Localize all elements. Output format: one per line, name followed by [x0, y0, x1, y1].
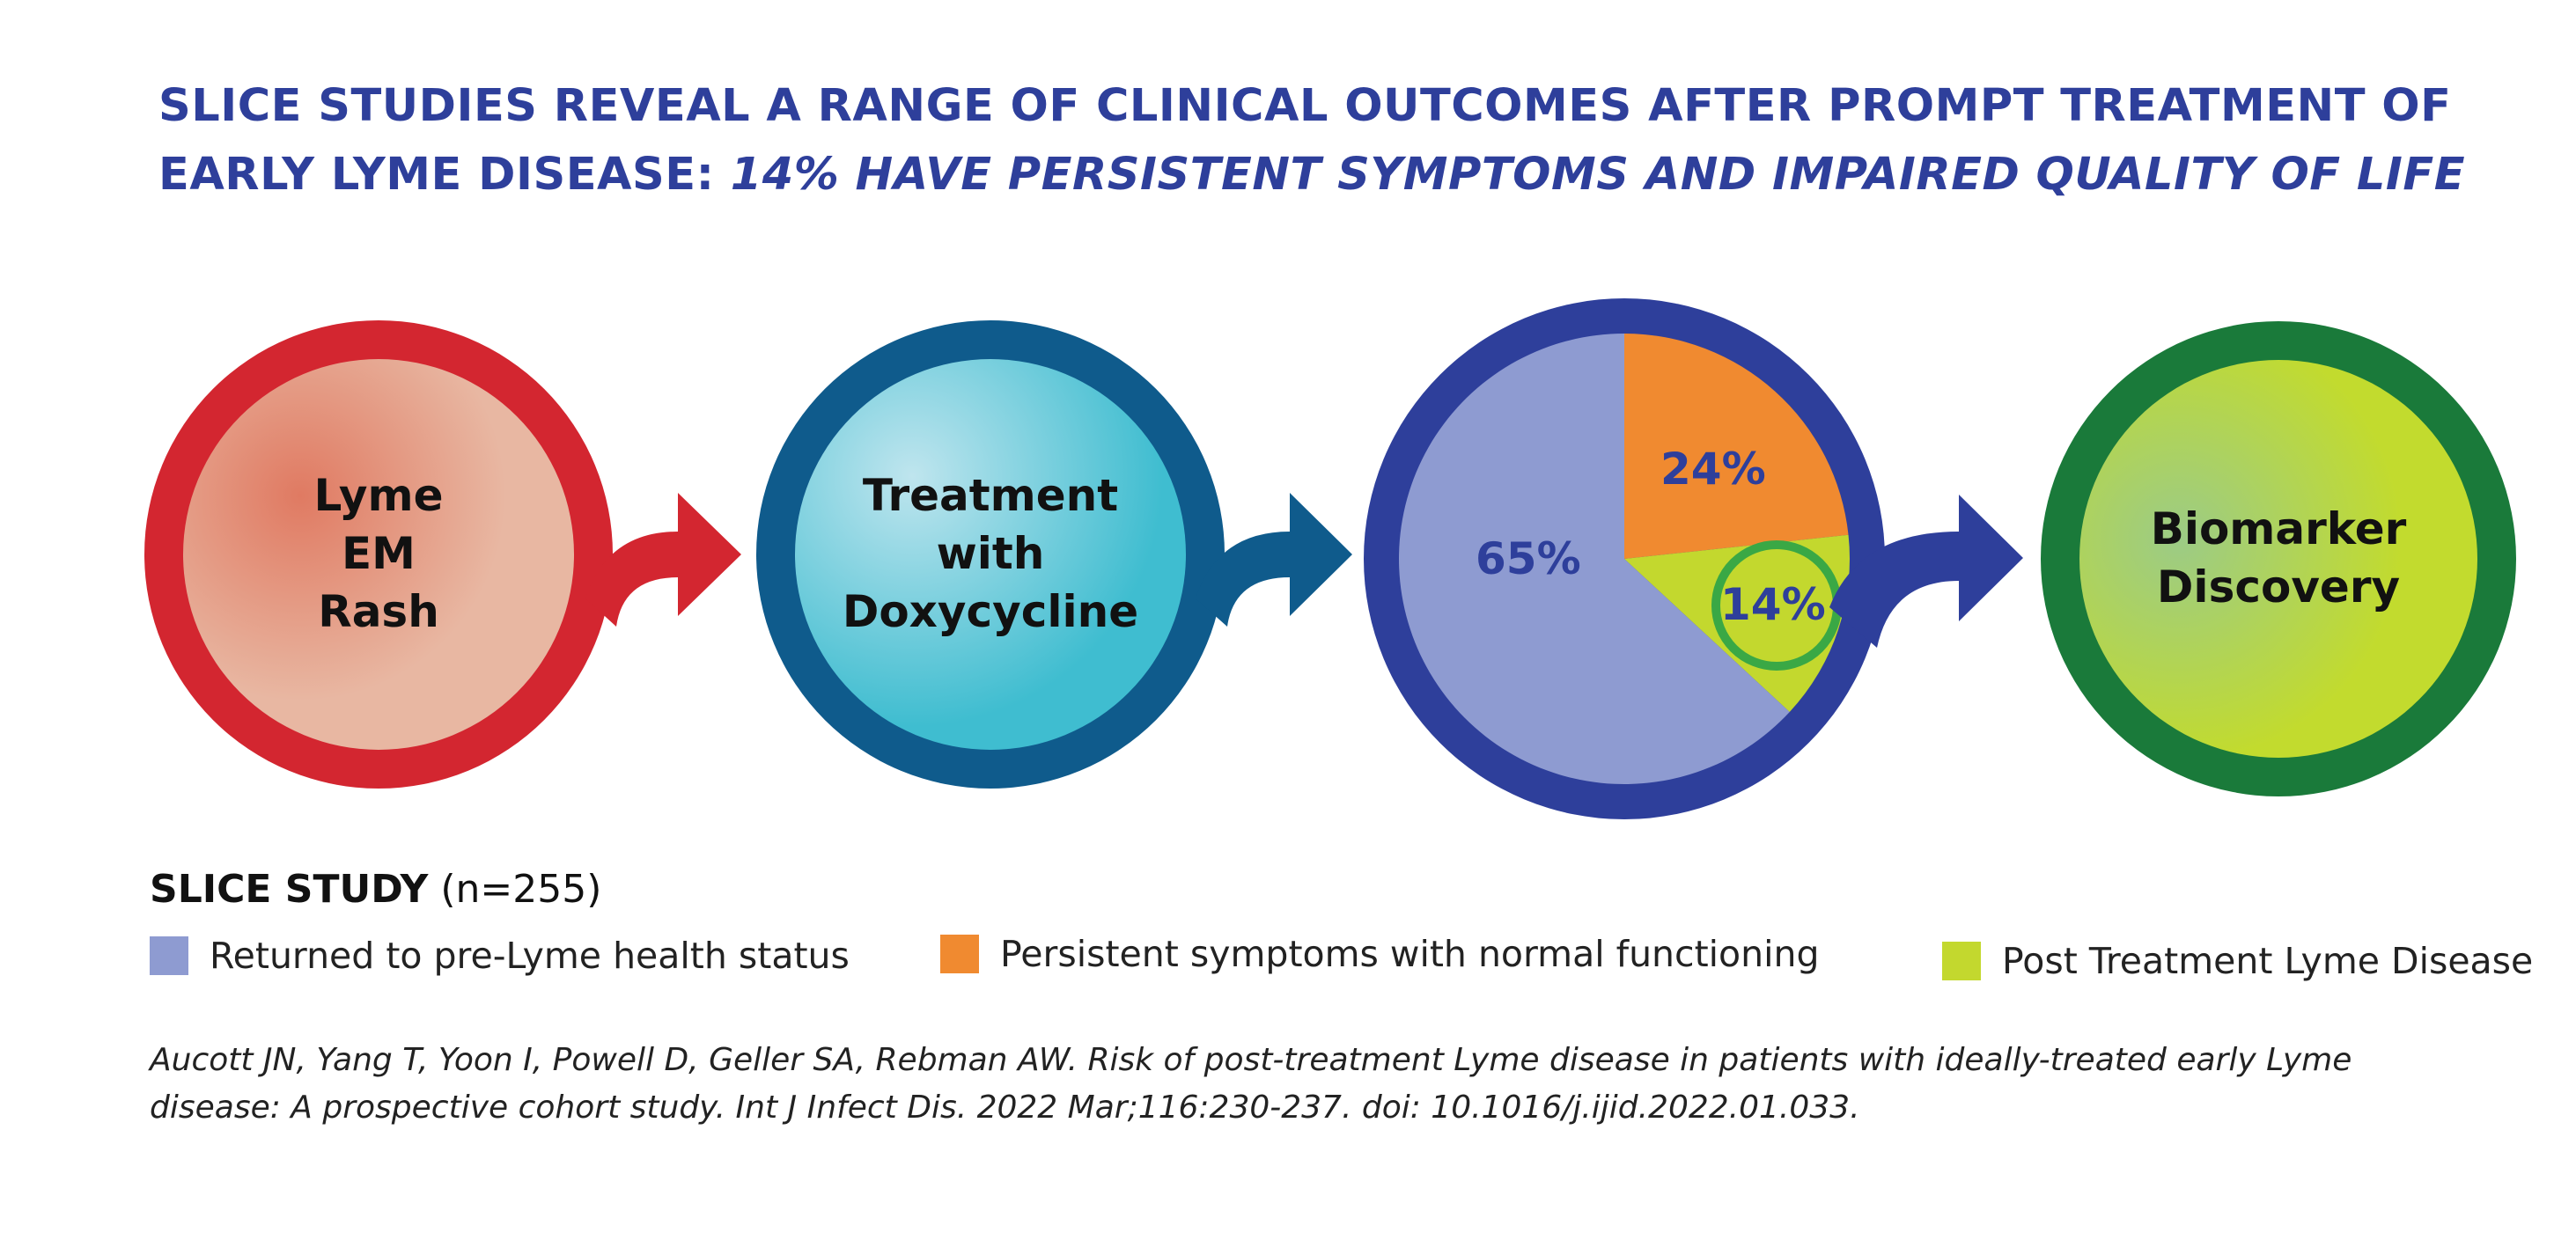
arrow-3 [1829, 495, 2023, 648]
legend-label-persistent: Persistent symptoms with normal function… [1000, 933, 1820, 975]
title-line-2-plain: EARLY LYME DISEASE: [158, 149, 731, 201]
step-2-line-3: Doxycycline [842, 586, 1139, 637]
step-4-line-1: Biomarker [2150, 503, 2407, 554]
step-4-line-2: Discovery [2156, 561, 2401, 613]
legend-heading-n: (n=255) [428, 867, 602, 912]
legend-label-ptld: Post Treatment Lyme Disease [2002, 940, 2534, 982]
citation: Aucott JN, Yang T, Yoon I, Powell D, Gel… [150, 1037, 2527, 1132]
step-1-line-3: Rash [318, 586, 439, 637]
citation-line-2: disease: A prospective cohort study. Int… [150, 1090, 1860, 1126]
arrow-1 [585, 493, 741, 627]
step-biomarker-label: Biomarker Discovery [2102, 500, 2455, 616]
step-treatment-label: Treatment with Doxycycline [797, 466, 1184, 641]
biomarker-fill [2079, 360, 2477, 758]
step-2-line-1: Treatment [862, 470, 1119, 521]
legend-swatch-returned [150, 936, 188, 975]
step-1-line-2: EM [342, 528, 416, 579]
pie-label-ptld: 14% [1720, 579, 1826, 630]
legend-heading: SLICE STUDY (n=255) [150, 867, 601, 912]
pie-label-returned: 65% [1476, 533, 1581, 584]
title-line-2-italic: 14% HAVE PERSISTENT SYMPTOMS AND IMPAIRE… [730, 149, 2466, 201]
pie-slice-returned [1399, 334, 1790, 784]
legend-swatch-persistent [940, 935, 979, 973]
step-lyme-rash-label: Lyme EM Rash [247, 466, 511, 641]
legend-heading-bold: SLICE STUDY [150, 867, 429, 912]
legend-item-ptld: Post Treatment Lyme Disease [1942, 940, 2533, 982]
lyme-rash-fill [183, 359, 574, 750]
legend-item-returned: Returned to pre-Lyme health status [150, 935, 850, 977]
step-1-line-1: Lyme [313, 470, 444, 521]
treatment-fill [795, 359, 1186, 750]
legend-swatch-ptld [1942, 942, 1981, 980]
pie-label-persistent: 24% [1660, 444, 1766, 495]
pie-slices [1399, 334, 1850, 784]
citation-line-1: Aucott JN, Yang T, Yoon I, Powell D, Gel… [150, 1042, 2352, 1078]
arrow-2 [1196, 493, 1352, 627]
legend-item-persistent: Persistent symptoms with normal function… [940, 933, 1820, 975]
title-line-2: EARLY LYME DISEASE: 14% HAVE PERSISTENT … [158, 141, 2518, 209]
step-2-line-2: with [936, 528, 1045, 579]
pie-slice-persistent [1624, 334, 1849, 559]
title-line-1: SLICE STUDIES REVEAL A RANGE OF CLINICAL… [158, 80, 2452, 132]
diagram-title: SLICE STUDIES REVEAL A RANGE OF CLINICAL… [158, 72, 2518, 209]
legend-label-returned: Returned to pre-Lyme health status [210, 935, 850, 977]
